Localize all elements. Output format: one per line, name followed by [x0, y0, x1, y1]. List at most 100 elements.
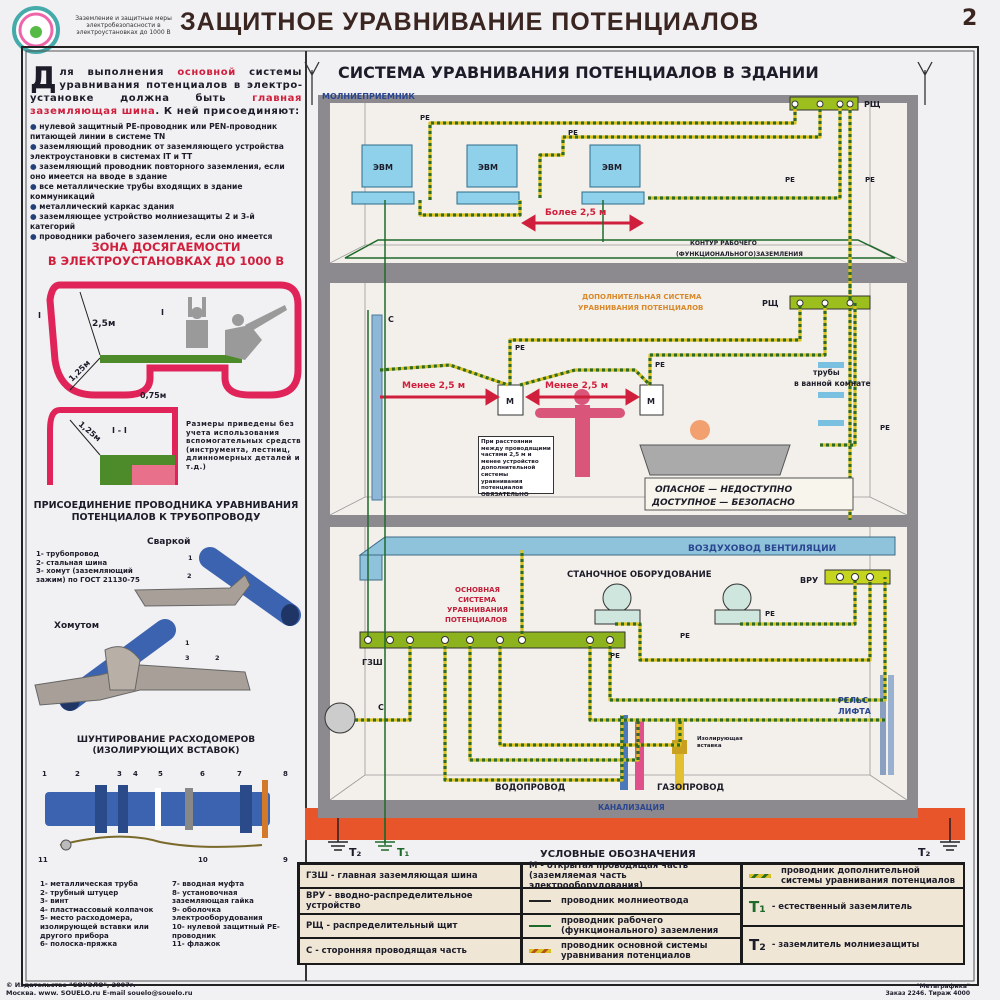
poster-subtitle: Заземление и защитные меры электробезопа… [75, 15, 172, 36]
third-party-label: С [388, 315, 394, 324]
copyright-line: Москва. www. SOUELO.ru E-mail souelo@sou… [6, 988, 193, 997]
list-item: 8- установочная заземляющая гайка [172, 888, 254, 906]
callout: 1 [185, 639, 190, 647]
t1-label: T₁ [397, 846, 410, 859]
t2-left-label: T₂ [349, 846, 362, 859]
vru-label: ВРУ [800, 576, 818, 585]
legend-text: проводник дополнительной системы уравнив… [781, 866, 955, 886]
shunting-legend-col1: 1- металлическая труба 2- трубный штуцер… [40, 880, 168, 949]
functional-grounding-conductors [367, 200, 604, 845]
bathtub-icon [639, 444, 791, 476]
pe-conductor-hatch [648, 303, 827, 385]
pe-label: PE [568, 129, 578, 137]
list-item: металлический каркас здания [30, 202, 302, 212]
section-radius: 1,25м [77, 420, 103, 444]
list-item: проводники рабочего заземления, если оно… [30, 232, 302, 242]
intro-text: системы уравнивания потенциалов в электр… [30, 67, 302, 104]
callout: 4 [133, 770, 138, 778]
computer-label: ЭВМ [478, 163, 498, 172]
pe-conductor-hatch [588, 640, 885, 722]
pipe-connection-title: ПРИСОЕДИНЕНИЕ ПРОВОДНИКА УРАВНИВАНИЯ ПОТ… [30, 500, 302, 524]
pe-label: PE [865, 176, 875, 184]
computer-label: ЭВМ [602, 163, 622, 172]
elevator-rail [880, 675, 886, 775]
shunting-legend-col2: 7- вводная муфта 8- установочная заземля… [172, 880, 290, 949]
person-standing-icon [186, 297, 208, 348]
t2-right-label: T₂ [918, 846, 931, 859]
legend-text: проводник основной системы уравнивания п… [561, 941, 708, 961]
pe-conductor-hatch [615, 577, 872, 662]
weld-method-label: Сваркой [147, 537, 191, 547]
warning-sign [644, 477, 854, 511]
legend-text: проводник молниеотвода [561, 896, 689, 906]
pe-conductor-hatch [379, 363, 652, 387]
bath-pipes-label-2: в ванной комнате [794, 379, 871, 388]
black-line-swatch [529, 900, 551, 902]
gas-label: ГАЗОПРОВОД [657, 783, 725, 793]
callout: 7 [237, 770, 242, 778]
additional-system-label-2: УРАВНИВАНИЯ ПОТЕНЦИАЛОВ [578, 304, 703, 312]
person-falling-icon [225, 305, 287, 360]
list-item: 11- флажок [172, 940, 221, 949]
hatched-green-swatch [749, 874, 771, 878]
water-label: ВОДОПРОВОД [495, 783, 566, 793]
page-number: 2 [962, 6, 978, 31]
additional-system-label-1: ДОПОЛНИТЕЛЬНАЯ СИСТЕМА [582, 293, 702, 301]
list-item: заземляющий проводник повторного заземле… [30, 162, 302, 182]
shunt-top-numbers: 1 2 3 4 5 6 7 8 11 10 9 [38, 770, 288, 864]
legend-t2: T₂ - заземлитель молниезащиты [743, 927, 963, 963]
distance-arrows [380, 214, 644, 406]
pe-conductor-hatch [428, 104, 797, 200]
dim-height: 2,5м [92, 319, 115, 329]
legend-text: проводник рабочего (функционального) заз… [561, 916, 719, 936]
callout: 3 [117, 770, 122, 778]
pe-conductor [820, 303, 857, 447]
panel-label: РЩ [762, 299, 779, 308]
page-title: ЗАЩИТНОЕ УРАВНИВАНИЕ ПОТЕНЦИАЛОВ [180, 8, 760, 36]
list-item: заземляющее устройство молниезащиты 2 и … [30, 212, 302, 232]
section-mark: I [38, 311, 41, 320]
reach-zone-title: ЗОНА ДОСЯГАЕМОСТИ В ЭЛЕКТРОУСТАНОВКАХ ДО… [30, 240, 302, 268]
rail-label-1: РЕЛЬС [838, 696, 868, 705]
callout: 8 [283, 770, 288, 778]
additional-system-note: При расстоянии между проводящими частями… [478, 436, 554, 498]
pe-label: PE [680, 632, 690, 640]
drop-cap: Д [30, 61, 58, 96]
third-party-label: С [378, 703, 384, 712]
t1-symbol: T₁ [749, 898, 766, 916]
legend-text: - заземлитель молниезащиты [771, 940, 920, 950]
functional-grounding-contour [344, 239, 896, 259]
building-section [305, 95, 965, 851]
t2-symbol: T₂ [749, 936, 766, 954]
legend-gzsh: ГЗШ - главная заземляющая шина [300, 865, 520, 887]
list-item: 1- трубопровод [36, 550, 100, 558]
legend-title: УСЛОВНЫЕ ОБОЗНАЧЕНИЯ [540, 849, 696, 860]
callout: 2 [75, 770, 80, 778]
dim-gap: 0,75м [140, 391, 166, 400]
insert-label-1: Изолирующая [697, 736, 743, 742]
third-party-part-icon [324, 702, 356, 734]
panel-label: РЩ [864, 100, 881, 109]
bather-icon [690, 420, 710, 440]
duct-label: ВОЗДУХОВОД ВЕНТИЛЯЦИИ [688, 544, 836, 554]
printer-info: "Метаграфика" Заказ 2246. Тираж 4000 [886, 983, 970, 997]
callout: 11 [38, 856, 48, 864]
distance-left-label: Менее 2,5 м [402, 381, 465, 391]
contour-label-1: КОНТУР РАБОЧЕГО [690, 240, 757, 247]
pe-label: PE [610, 652, 620, 660]
pe-label: PE [880, 424, 890, 432]
sewer-label: КАНАЛИЗАЦИЯ [598, 803, 665, 812]
legend-lightning-conductor: проводник молниеотвода [523, 889, 740, 913]
list-item: 10- нулевой защитный PE-проводник [172, 922, 280, 940]
list-item: 5- место расходомера, изолирующей вставк… [40, 914, 149, 940]
main-system-label: ПОТЕНЦИАЛОВ [445, 616, 507, 624]
list-item: зажим) по ГОСТ 21130-75 [36, 575, 140, 584]
callout: 6 [200, 770, 205, 778]
legend-functional-conductor: проводник рабочего (функционального) заз… [523, 915, 740, 937]
main-system-label: УРАВНИВАНИЯ [447, 606, 508, 614]
lightning-rod-icon [304, 61, 933, 105]
pe-conductor-hatch [740, 577, 857, 626]
gzsh-label: ГЗШ [362, 658, 383, 667]
computer-label: ЭВМ [373, 163, 393, 172]
clamp-method-label: Хомутом [54, 621, 100, 631]
